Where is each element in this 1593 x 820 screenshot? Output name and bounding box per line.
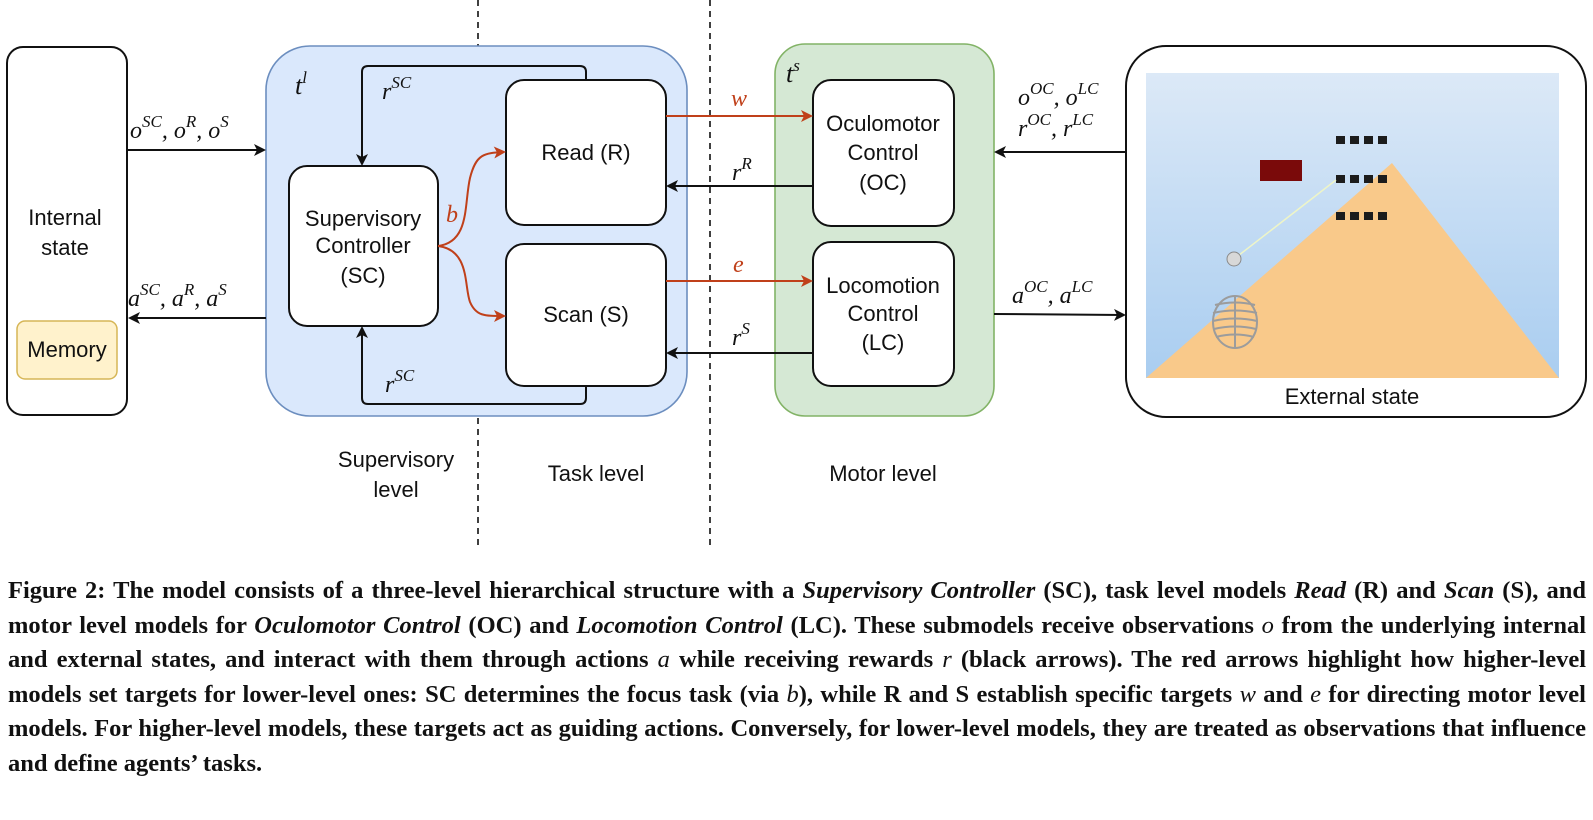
supervisory-level-label-line2: level <box>373 477 418 502</box>
ground-triangle <box>1146 163 1559 378</box>
supervisory-level-label-line1: Supervisory <box>338 447 454 472</box>
label-ext-obs: oOC, oLC <box>1018 79 1099 111</box>
arrow-target-b-read <box>437 146 506 247</box>
agent-body <box>1212 295 1258 349</box>
hierarchical-model-diagram: Internal state Memory tl ts Supervisory … <box>6 0 1587 545</box>
arrow-reward-sc-top <box>356 65 587 166</box>
label-target-w: w <box>731 86 747 112</box>
timescale-short: ts <box>786 56 800 88</box>
memory-label: Memory <box>27 337 106 362</box>
timescale-long: tl <box>295 68 307 100</box>
label-target-e: e <box>733 252 744 278</box>
oc-label-line2: Control <box>848 140 919 165</box>
arrow-motor-act-to-ext <box>993 308 1126 321</box>
flag-marker <box>1260 160 1302 181</box>
gaze-ray <box>1233 179 1337 260</box>
lc-label-line3: (LC) <box>862 330 905 355</box>
scan-label: Scan (S) <box>543 302 629 327</box>
oculomotor-control-box <box>812 79 955 227</box>
task-level-label: Task level <box>548 461 645 486</box>
oc-label-line3: (OC) <box>859 170 907 195</box>
figure-caption: Figure 2: The model consists of a three-… <box>8 577 1587 777</box>
sc-label-line3: (SC) <box>340 263 385 288</box>
label-obs-to-sc: oSC, oR, oS <box>130 112 229 144</box>
motor-level-label: Motor level <box>829 461 937 486</box>
environment-render <box>1146 73 1559 378</box>
internal-state-label-line1: Internal <box>28 205 101 230</box>
lc-label-line1: Locomotion <box>826 273 940 298</box>
read-label: Read (R) <box>541 140 630 165</box>
arrow-reward-sc-bottom <box>356 326 587 405</box>
label-reward-s: rS <box>732 319 750 351</box>
internal-state-label-line2: state <box>41 235 89 260</box>
sc-label-line2: Controller <box>315 233 410 258</box>
label-target-b: b <box>446 202 458 228</box>
locomotion-control-box <box>812 241 955 387</box>
label-ext-rew: rOC, rLC <box>1018 110 1094 142</box>
text-marker-rows <box>1336 136 1387 220</box>
external-state-label: External state <box>1285 384 1420 409</box>
label-act-from-sc: aSC, aR, aS <box>128 280 227 312</box>
label-reward-sc-bottom: rSC <box>385 366 415 398</box>
memory-box <box>16 320 118 380</box>
oc-label-line1: Oculomotor <box>826 111 940 136</box>
lc-label-line2: Control <box>848 301 919 326</box>
arrow-target-b-scan <box>437 245 506 322</box>
label-reward-sc-top: rSC <box>382 73 412 105</box>
sc-label-line1: Supervisory <box>305 206 421 231</box>
eye-ball <box>1226 251 1242 267</box>
label-motor-act: aOC, aLC <box>1012 277 1093 309</box>
label-reward-r: rR <box>732 154 752 186</box>
